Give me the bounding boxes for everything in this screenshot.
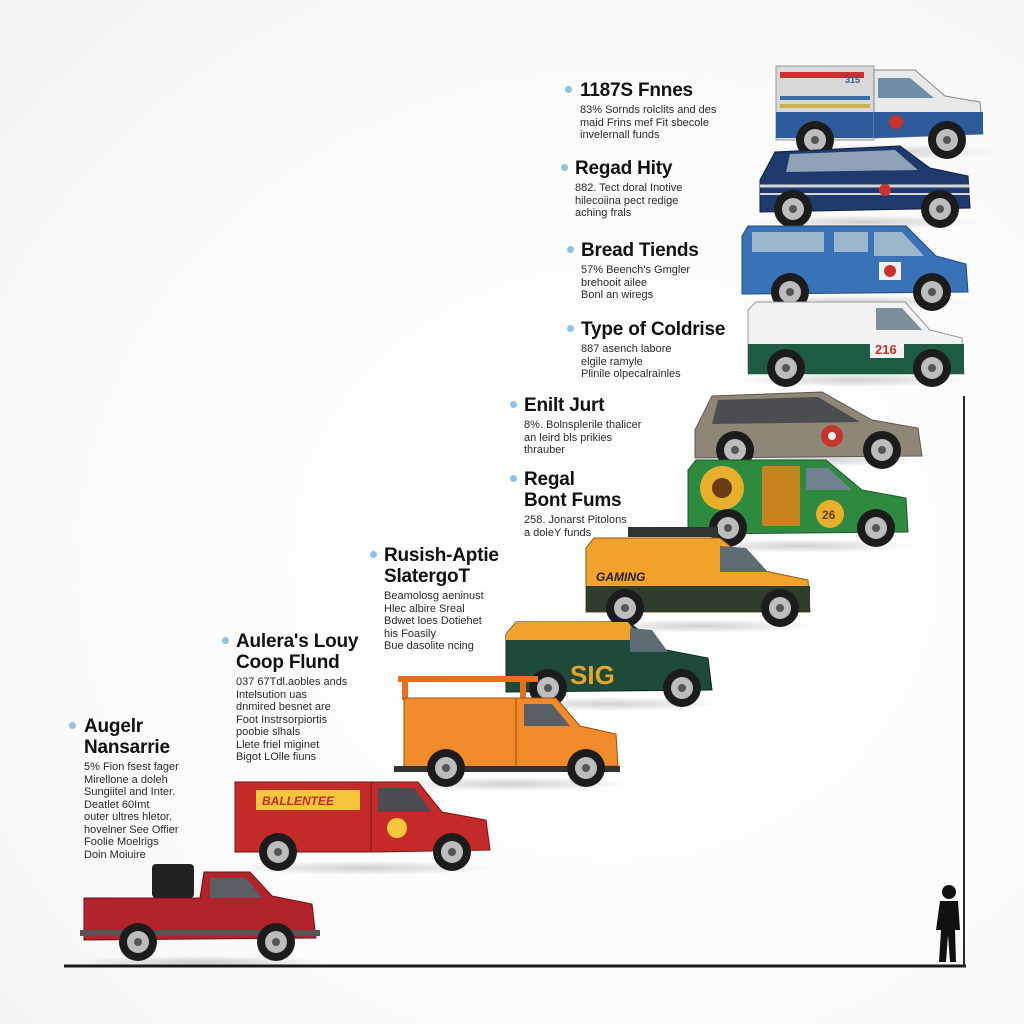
label-title: Rusish-Aptie SlatergoT xyxy=(384,545,499,587)
label-title: 1187S Fnnes xyxy=(580,80,693,101)
label-title: Type of Coldrise xyxy=(581,319,726,340)
vehicle-van-white-green: 216 xyxy=(740,301,970,387)
van-green-badge: 26 xyxy=(822,508,836,522)
label-title: Aulera's Louy Coop Flund xyxy=(236,631,359,673)
vehicle-van-blue xyxy=(740,225,970,311)
label-block-1: 1187S Fnnes 83% Sornds rolclits and des … xyxy=(565,80,717,142)
label-title: Bread Tiends xyxy=(581,240,699,261)
bullet-icon xyxy=(561,164,568,171)
van-darkgreen-text: SIG xyxy=(570,660,615,690)
label-title: Regal Bont Fums xyxy=(524,469,622,511)
van-orange-text: GAMING xyxy=(596,570,645,584)
label-title: Augelr Nansarrie xyxy=(84,716,170,758)
label-block-6: Regal Bont Fums 258. Jonarst Pitolons a … xyxy=(510,469,627,539)
label-description: 258. Jonarst Pitolons a doleY funds xyxy=(524,514,627,539)
vehicle-box-truck-white: 315 xyxy=(760,65,1000,160)
bullet-icon xyxy=(565,86,572,93)
label-description: 83% Sornds rolclits and des maid Frins m… xyxy=(580,104,717,141)
label-description: 882. Tect doral Inotive hilecoiina pect … xyxy=(575,182,683,219)
label-title: Regad Hity xyxy=(575,158,673,179)
truck-sign-text: BALLENTEE xyxy=(262,794,335,808)
label-description: 887 asench labore elgile ramyle Plinile … xyxy=(581,343,681,380)
label-block-5: Enilt Jurt 8%. Bolnsplerile thalicer an … xyxy=(510,395,642,457)
label-block-4: Type of Coldrise 887 asench labore elgil… xyxy=(567,319,726,381)
bullet-icon xyxy=(510,475,517,482)
vehicle-minivan-grey xyxy=(694,391,923,469)
bullet-icon xyxy=(69,722,76,729)
label-description: Beamolosg aeninust Hlec albire Sreal Bdw… xyxy=(384,590,484,652)
label-description: 037 67Tdl.aobles ands Intelsution uas dn… xyxy=(236,676,348,763)
vehicle-pickup-red xyxy=(70,864,330,968)
vehicle-utility-truck-orange xyxy=(390,676,630,791)
van-white-green-number: 216 xyxy=(875,342,897,357)
label-description: 5% Fion fsest fager Mirellone a doleh Su… xyxy=(84,761,179,861)
bullet-icon xyxy=(370,551,377,558)
vehicle-van-orange-black: GAMING xyxy=(585,527,815,633)
label-title: Enilt Jurt xyxy=(524,395,605,416)
bullet-icon xyxy=(567,325,574,332)
label-description: 8%. Bolnsplerile thalicer an leird bls p… xyxy=(524,419,642,456)
label-description: 57% Beench's Gmgler brehooit ailee Bonl … xyxy=(581,264,691,301)
label-block-3: Bread Tiends 57% Beench's Gmgler brehooi… xyxy=(567,240,699,302)
label-block-2: Regad Hity 882. Tect doral Inotive hilec… xyxy=(561,158,683,220)
label-block-7: Rusish-Aptie SlatergoT Beamolosg aeninus… xyxy=(370,545,499,653)
label-block-9: Augelr Nansarrie 5% Fion fsest fager Mir… xyxy=(69,716,179,861)
person-silhouette xyxy=(936,885,960,962)
bullet-icon xyxy=(567,246,574,253)
bullet-icon xyxy=(510,401,517,408)
bullet-icon xyxy=(222,637,229,644)
vehicle-truck-red-sign: BALLENTEE xyxy=(234,781,495,875)
label-block-8: Aulera's Louy Coop Flund 037 67Tdl.aoble… xyxy=(222,631,359,764)
truck1-plate-text: 315 xyxy=(845,75,860,85)
